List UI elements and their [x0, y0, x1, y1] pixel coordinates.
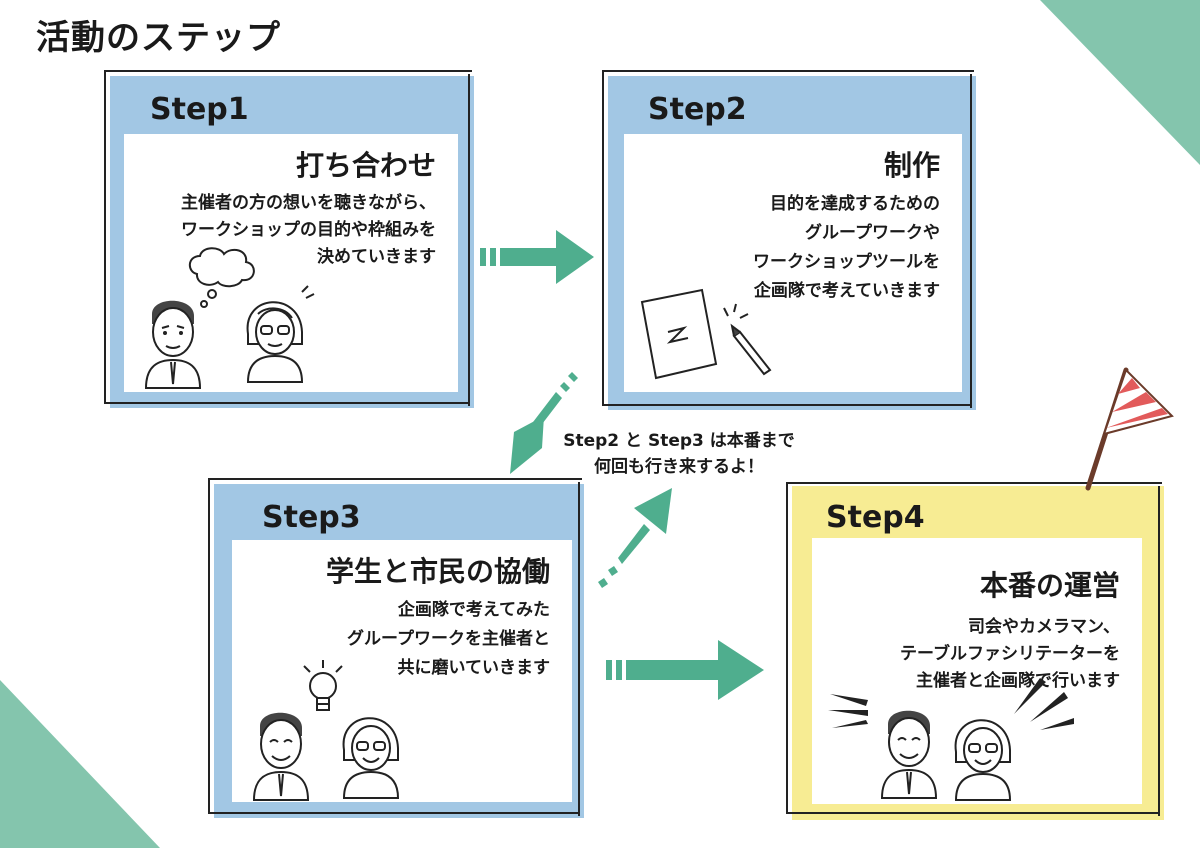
- step1-card: Step1 打ち合わせ 主催者の方の想いを聴きながら、 ワークショップの目的や枠…: [104, 70, 474, 408]
- step1-heading: 打ち合わせ: [295, 149, 436, 182]
- step4-line-2: テーブルファシリテーターを: [900, 644, 1120, 664]
- step3-content-panel: 学生と市民の協働 企画隊で考えてみた グループワークを主催者と 共に磨いていきま…: [232, 540, 572, 802]
- step3-card: Step3 学生と市民の協働 企画隊で考えてみた グループワークを主催者と 共に…: [208, 478, 584, 818]
- step3-line-2: グループワークを主催者と: [347, 629, 550, 649]
- man-icon: [880, 710, 938, 799]
- loop-note: Step2 と Step3 は本番まで 何回も行き来するよ！: [553, 428, 805, 480]
- cheer-lines-icon: [828, 694, 868, 728]
- man-icon: [252, 712, 310, 801]
- corner-decoration-bottom-left: [0, 680, 160, 848]
- step3-description: 企画隊で考えてみた グループワークを主催者と 共に磨いていきます: [347, 596, 550, 683]
- step2-line-4: 企画隊で考えていきます: [753, 281, 940, 301]
- step4-line-1: 司会やカメラマン、: [968, 617, 1120, 637]
- woman-icon: [246, 285, 315, 383]
- step2-content-panel: 制作 目的を達成するための グループワークや ワークショップツールを 企画隊で考…: [624, 134, 962, 392]
- corner-decoration-top-right: [1040, 0, 1200, 165]
- step1-description: 主催者の方の想いを聴きながら、 ワークショップの目的や枠組みを 決めていきます: [181, 190, 436, 271]
- step4-description: 司会やカメラマン、 テーブルファシリテーターを 主催者と企画隊で行います: [900, 614, 1120, 695]
- pencil-icon: [723, 303, 772, 376]
- arrow-step3-to-step2: [598, 488, 672, 588]
- step4-content-panel: 本番の運営 司会やカメラマン、 テーブルファシリテーターを 主催者と企画隊で行い…: [812, 538, 1142, 804]
- arrow-step1-to-step2: [480, 230, 594, 284]
- step2-label: Step2: [648, 92, 747, 127]
- step4-heading: 本番の運営: [979, 569, 1120, 602]
- step2-heading: 制作: [883, 149, 940, 182]
- step3-label: Step3: [262, 500, 361, 535]
- paper-icon: [640, 288, 718, 380]
- step3-line-3: 共に磨いていきます: [397, 658, 551, 678]
- loop-note-line-1: Step2 と Step3 は本番まで: [563, 431, 795, 451]
- step1-line-3: 決めていきます: [317, 247, 436, 267]
- step2-card: Step2 制作 目的を達成するための グループワークや ワークショップツールを…: [602, 70, 977, 410]
- loop-note-line-2: 何回も行き来するよ！: [594, 457, 764, 477]
- man-icon: [144, 300, 202, 389]
- step2-description: 目的を達成するための グループワークや ワークショップツールを 企画隊で考えてい…: [753, 190, 940, 306]
- arrow-step2-to-step3: [510, 372, 578, 474]
- step4-line-3: 主催者と企画隊で行います: [916, 671, 1120, 691]
- step2-line-1: 目的を達成するための: [770, 194, 940, 214]
- step4-card: Step4 本番の運営 司会やカメラマン、 テーブルファシリテーターを 主催者と…: [786, 482, 1164, 820]
- step4-label: Step4: [826, 500, 925, 535]
- arrow-step3-to-step4: [606, 640, 764, 700]
- step1-label: Step1: [150, 92, 249, 127]
- step1-line-2: ワークショップの目的や枠組みを: [181, 220, 436, 240]
- page-title: 活動のステップ: [36, 18, 281, 58]
- flag-icon: [1085, 367, 1174, 491]
- woman-icon: [954, 719, 1012, 801]
- step2-line-2: グループワークや: [805, 223, 940, 243]
- step1-line-1: 主催者の方の想いを聴きながら、: [181, 193, 436, 213]
- lightbulb-icon: [303, 660, 343, 711]
- step3-heading: 学生と市民の協働: [325, 555, 550, 588]
- thought-cloud-icon: [188, 247, 255, 308]
- step3-line-1: 企画隊で考えてみた: [397, 600, 550, 620]
- step1-content-panel: 打ち合わせ 主催者の方の想いを聴きながら、 ワークショップの目的や枠組みを 決め…: [124, 134, 458, 392]
- cheer-lines-icon: [1014, 678, 1074, 730]
- woman-icon: [342, 717, 400, 799]
- step2-line-3: ワークショップツールを: [753, 252, 940, 272]
